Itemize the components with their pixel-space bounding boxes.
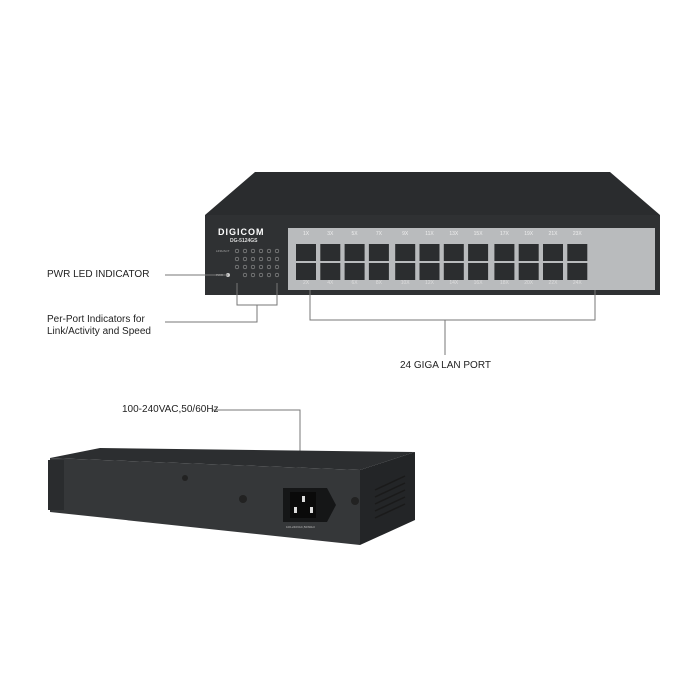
- lan-port: [518, 244, 539, 261]
- lan-port: [494, 244, 515, 261]
- port-label: 21X: [548, 231, 558, 237]
- port-label: 9X: [402, 231, 409, 237]
- port-led: [258, 264, 264, 270]
- port-led: [234, 264, 240, 270]
- lan-port: [368, 263, 389, 280]
- port-led: [266, 248, 272, 254]
- port-led: [274, 264, 280, 270]
- port-label: 17X: [499, 231, 509, 237]
- port-led: [234, 256, 240, 262]
- port-led: [250, 248, 256, 254]
- port-label: 5X: [351, 231, 358, 237]
- port-label: 12X: [425, 280, 434, 286]
- rear-bracket: [48, 460, 64, 510]
- port-label: 10X: [400, 280, 410, 286]
- pwr-label: PWR: [216, 273, 223, 277]
- lan-port: [419, 263, 440, 280]
- lan-port: [368, 244, 389, 261]
- port-label: 19X: [524, 231, 534, 237]
- lan-port: [320, 263, 341, 280]
- port-label: 1X: [302, 231, 310, 237]
- lan-port: [395, 263, 416, 280]
- rear-power-rating: 100-240VAC,50/60Hz: [286, 525, 315, 529]
- rear-switch-back: [50, 458, 360, 545]
- port-label: 7X: [375, 231, 382, 237]
- lan-port: [296, 263, 316, 280]
- lan-port: [468, 244, 489, 261]
- front-switch-top: [205, 172, 660, 215]
- port-led: [242, 264, 248, 270]
- port-led: [242, 248, 248, 254]
- port-label: 4X: [327, 280, 334, 286]
- per-port-callout-1: Per-Port Indicators for: [47, 314, 145, 325]
- per-port-callout-line: [165, 305, 258, 323]
- power-callout: 100-240VAC,50/60Hz: [122, 404, 219, 415]
- port-label: 16X: [473, 280, 483, 286]
- port-led: [250, 264, 256, 270]
- port-led: [242, 272, 248, 278]
- port-label: 14X: [449, 280, 459, 286]
- port-label: 22X: [548, 280, 558, 286]
- lan-port: [567, 263, 588, 280]
- port-led: [258, 248, 264, 254]
- lan-port: [567, 244, 588, 261]
- port-label: 15X: [473, 231, 483, 237]
- port-led: [274, 256, 280, 262]
- port-label: 3X: [327, 231, 334, 237]
- port-led: [234, 248, 240, 254]
- port-label: 23X: [572, 231, 582, 237]
- port-label: 24X: [572, 280, 582, 286]
- port-led: [258, 256, 264, 262]
- port-led: [250, 256, 256, 262]
- lan-bracket: [309, 290, 596, 321]
- port-label: 18X: [499, 280, 509, 286]
- rear-switch-top: [50, 448, 415, 470]
- port-label: 6X: [351, 280, 358, 286]
- lan-port: [443, 263, 464, 280]
- lan-port: [320, 244, 341, 261]
- lan-port: [443, 244, 464, 261]
- port-led: [250, 272, 256, 278]
- lan-port: [543, 263, 563, 280]
- pwr-led-callout: PWR LED INDICATOR: [47, 269, 150, 280]
- lan-port: [344, 263, 365, 280]
- model-number: DG-5124GS: [230, 238, 258, 244]
- port-led: [266, 256, 272, 262]
- port-label: 20X: [524, 280, 534, 286]
- lan-port: [395, 244, 416, 261]
- lan-port-callout: 24 GIGA LAN PORT: [400, 360, 491, 371]
- port-label: 13X: [449, 231, 459, 237]
- lan-port: [518, 263, 539, 280]
- port-label: 11X: [425, 231, 434, 237]
- port-led: [266, 272, 272, 278]
- per-port-callout-2: Link/Activity and Speed: [47, 326, 151, 337]
- brand-logo: DIGICOM: [218, 227, 265, 237]
- port-led: [266, 264, 272, 270]
- port-led: [274, 248, 280, 254]
- ground-screw: [239, 495, 247, 503]
- port-led: [258, 272, 264, 278]
- port-label: 8X: [375, 280, 382, 286]
- lan-port: [494, 263, 515, 280]
- lan-port: [419, 244, 440, 261]
- link-act-label: LINK/ACT: [216, 249, 230, 253]
- lan-port: [344, 244, 365, 261]
- port-led: [242, 256, 248, 262]
- lan-port: [543, 244, 563, 261]
- port-label: 2X: [302, 280, 310, 286]
- power-socket: [290, 492, 316, 518]
- port-led: [274, 272, 280, 278]
- lan-port: [296, 244, 316, 261]
- lan-port: [468, 263, 489, 280]
